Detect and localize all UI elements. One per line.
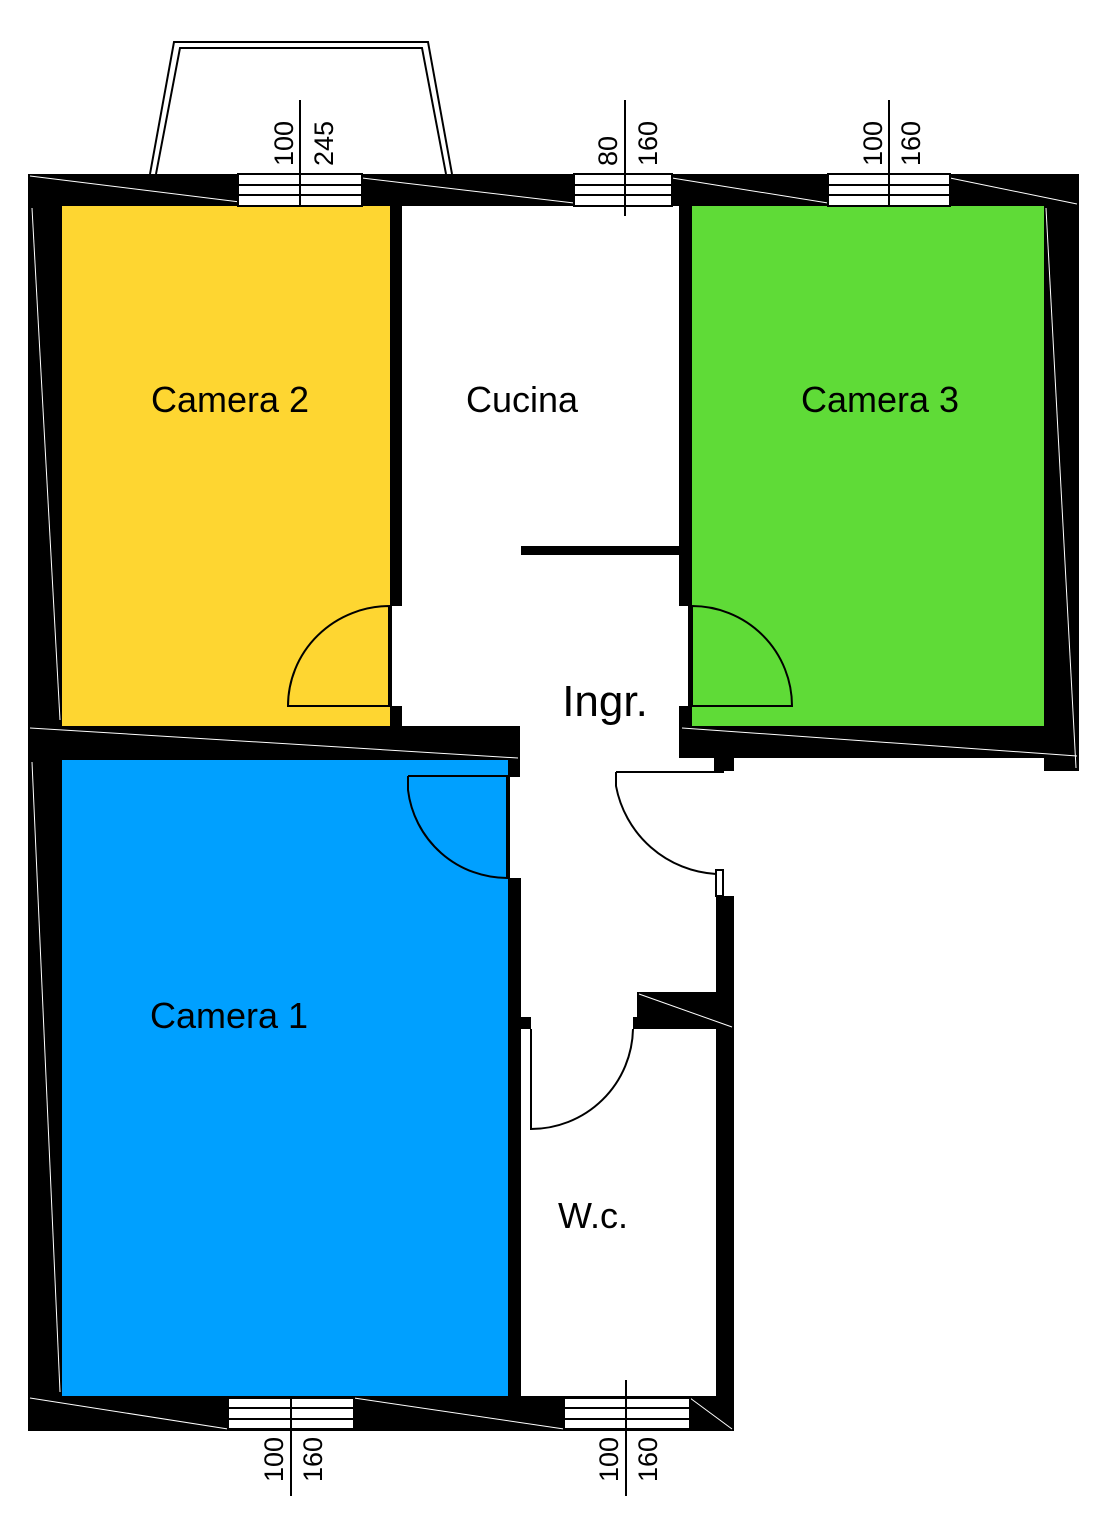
balcony (149, 41, 453, 175)
room-label-camera-2: Camera 2 (151, 379, 309, 420)
room-label-cucina: Cucina (466, 379, 579, 420)
room-label-wc: W.c. (558, 1195, 628, 1236)
window-camera-3-height: 160 (896, 121, 926, 166)
window-camera-2-width: 100 (269, 121, 299, 166)
window-cucina-height: 160 (633, 121, 663, 166)
window-camera-3-width: 100 (858, 121, 888, 166)
door-entrance (615, 771, 724, 897)
window-wc-height: 160 (633, 1437, 663, 1482)
room-label-camera-3: Camera 3 (801, 379, 959, 420)
window-cucina (573, 173, 673, 207)
door-camera-1 (407, 775, 510, 880)
doors (286, 604, 794, 1131)
window-camera-1-width: 100 (259, 1437, 289, 1482)
window-cucina-width: 80 (593, 136, 623, 166)
door-camera-3 (688, 604, 794, 707)
room-label-ingresso: Ingr. (562, 677, 648, 726)
window-camera-1-height: 160 (298, 1437, 328, 1482)
window-wc-width: 100 (594, 1437, 624, 1482)
room-label-camera-1: Camera 1 (150, 995, 308, 1036)
window-camera-2-height: 245 (309, 121, 339, 166)
door-wc (530, 1017, 637, 1131)
camera-1-fill (62, 760, 508, 1396)
camera-3-fill (692, 206, 1044, 726)
camera-2-fill (62, 206, 390, 726)
door-camera-2 (286, 604, 392, 707)
wall-hatching (29, 175, 1078, 1430)
dimension-lines (290, 100, 890, 1496)
